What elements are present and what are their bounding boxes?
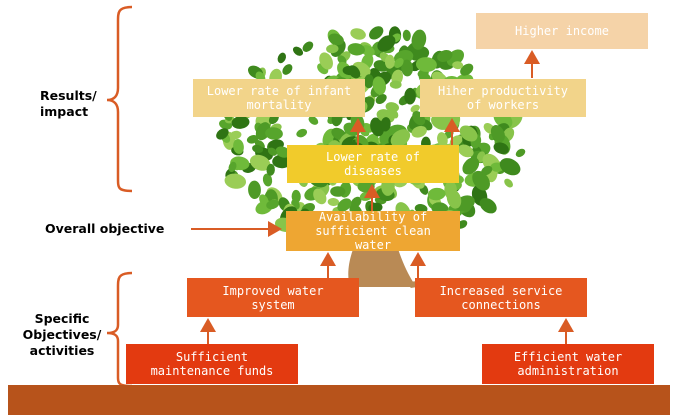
leaf [380,117,391,132]
leaf [249,154,271,171]
leaf [262,173,273,187]
leaf [231,116,250,129]
leaf [282,64,293,75]
leaf [277,52,286,64]
leaf [493,142,509,155]
leaf [408,45,430,61]
leaf [384,54,395,69]
leaf [390,129,411,147]
leaf [337,198,352,212]
leaf [404,87,416,105]
leaf [446,189,462,209]
results-impact-label: Results/ impact [40,88,97,119]
leaf [402,29,411,42]
results-bracket [106,5,133,193]
leaf [427,187,446,201]
improved-water-system-box: Improved water system [187,278,359,317]
leaf [499,158,521,176]
leaf [460,63,474,76]
leaf [411,29,427,50]
leaf [319,52,333,70]
leaf [265,127,283,140]
leaf [228,161,237,173]
leaf [252,144,264,153]
leaf [330,186,346,197]
leaf [216,128,229,140]
leaf [414,204,428,214]
leaf [292,46,304,56]
leaf [458,144,474,158]
availability-water-box: Availability of sufficient clean water [286,210,460,252]
leaf [479,197,497,214]
efficient-admin-box: Efficient water administration [482,344,654,384]
leaf [326,44,339,54]
leaf [385,102,400,113]
maintenance-funds-box: Sufficient maintenance funds [126,344,298,384]
leaf [481,165,493,176]
leaf [291,189,301,204]
leaf [437,50,453,62]
leaf [472,170,490,191]
leaf [401,59,414,77]
leaf [410,104,420,113]
leaf [375,93,387,105]
leaf [350,28,366,40]
specific-bracket [106,271,133,388]
leaf [266,163,275,176]
leaf [266,199,280,210]
leaf [390,109,399,119]
leaf [246,135,259,144]
leaf [229,130,242,140]
higher-income-box: Higher income [476,13,648,49]
overall-objective-label: Overall objective [45,221,165,236]
leaf [302,41,314,52]
leaf [452,61,464,70]
leaf [370,117,385,137]
leaf [327,197,340,207]
leaf [308,116,319,125]
leaf [296,128,308,138]
leaf [459,125,478,142]
leaf [233,139,244,154]
leaf [372,76,386,95]
lower-infant-mortality-box: Lower rate of infant mortality [193,79,365,117]
leaf [393,57,404,69]
leaf [275,146,291,158]
leaf [490,125,505,143]
leaf [377,35,396,52]
leaf [504,178,513,188]
leaf [267,147,278,156]
leaf [462,157,480,175]
leaf [369,26,384,40]
leaf [415,57,437,72]
leaf [313,188,327,205]
leaf [248,180,261,199]
leaf [347,43,365,56]
leaf [449,135,463,147]
leaf [515,148,526,158]
leaf [437,132,448,147]
leaf [376,109,395,124]
increased-connections-box: Increased service connections [415,278,587,317]
specific-objectives-label: Specific Objectives/ activities [22,311,102,358]
leaf [389,80,402,89]
lower-diseases-box: Lower rate of diseases [287,145,459,183]
leaf [364,74,374,89]
leaf [348,65,361,79]
leaf [411,125,427,138]
leaf [224,173,247,189]
higher-productivity-box: Hiher productivity of workers [420,79,586,117]
leaf [328,33,344,46]
ground-bar [8,385,670,415]
